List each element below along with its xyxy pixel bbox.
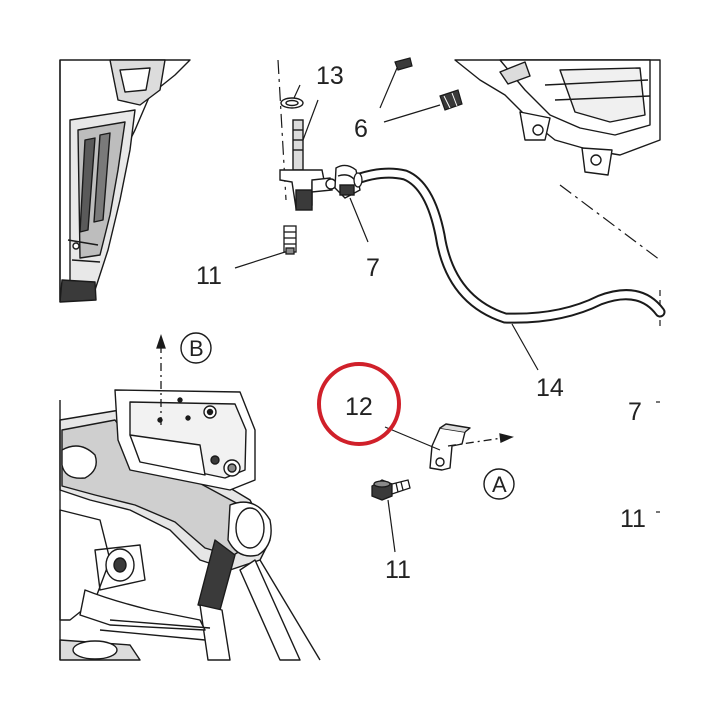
label-13: 13	[316, 62, 344, 90]
knobs-6	[394, 57, 463, 111]
view-circle-A	[483, 468, 515, 500]
valve-assembly	[279, 97, 337, 211]
view-label-B: B	[189, 336, 204, 361]
label-11-middle: 11	[385, 556, 411, 584]
highlight-circle-12	[317, 362, 401, 446]
lower-frame-assembly	[59, 389, 321, 661]
label-14: 14	[536, 374, 564, 402]
upper-right-housing	[454, 59, 661, 176]
label-12: 12	[345, 393, 373, 421]
right-edge-marks	[656, 401, 660, 513]
valve-stem	[292, 119, 304, 171]
label-11-right: 11	[620, 505, 646, 533]
bracket-12	[429, 423, 471, 471]
label-7-right: 7	[628, 398, 642, 426]
upper-left-assembly	[59, 59, 191, 303]
label-6: 6	[354, 115, 368, 143]
arrow-A	[447, 433, 514, 447]
arrow-B	[156, 333, 166, 425]
view-label-A: A	[492, 472, 507, 497]
view-circle-B	[180, 332, 212, 364]
screw-11-middle	[371, 479, 411, 501]
leader-lines	[234, 67, 539, 553]
bolt-11-top	[283, 225, 297, 255]
label-7-top: 7	[366, 254, 380, 282]
hose-14	[353, 167, 666, 324]
clamp-7-top	[334, 164, 361, 199]
label-11-top: 11	[196, 262, 222, 290]
